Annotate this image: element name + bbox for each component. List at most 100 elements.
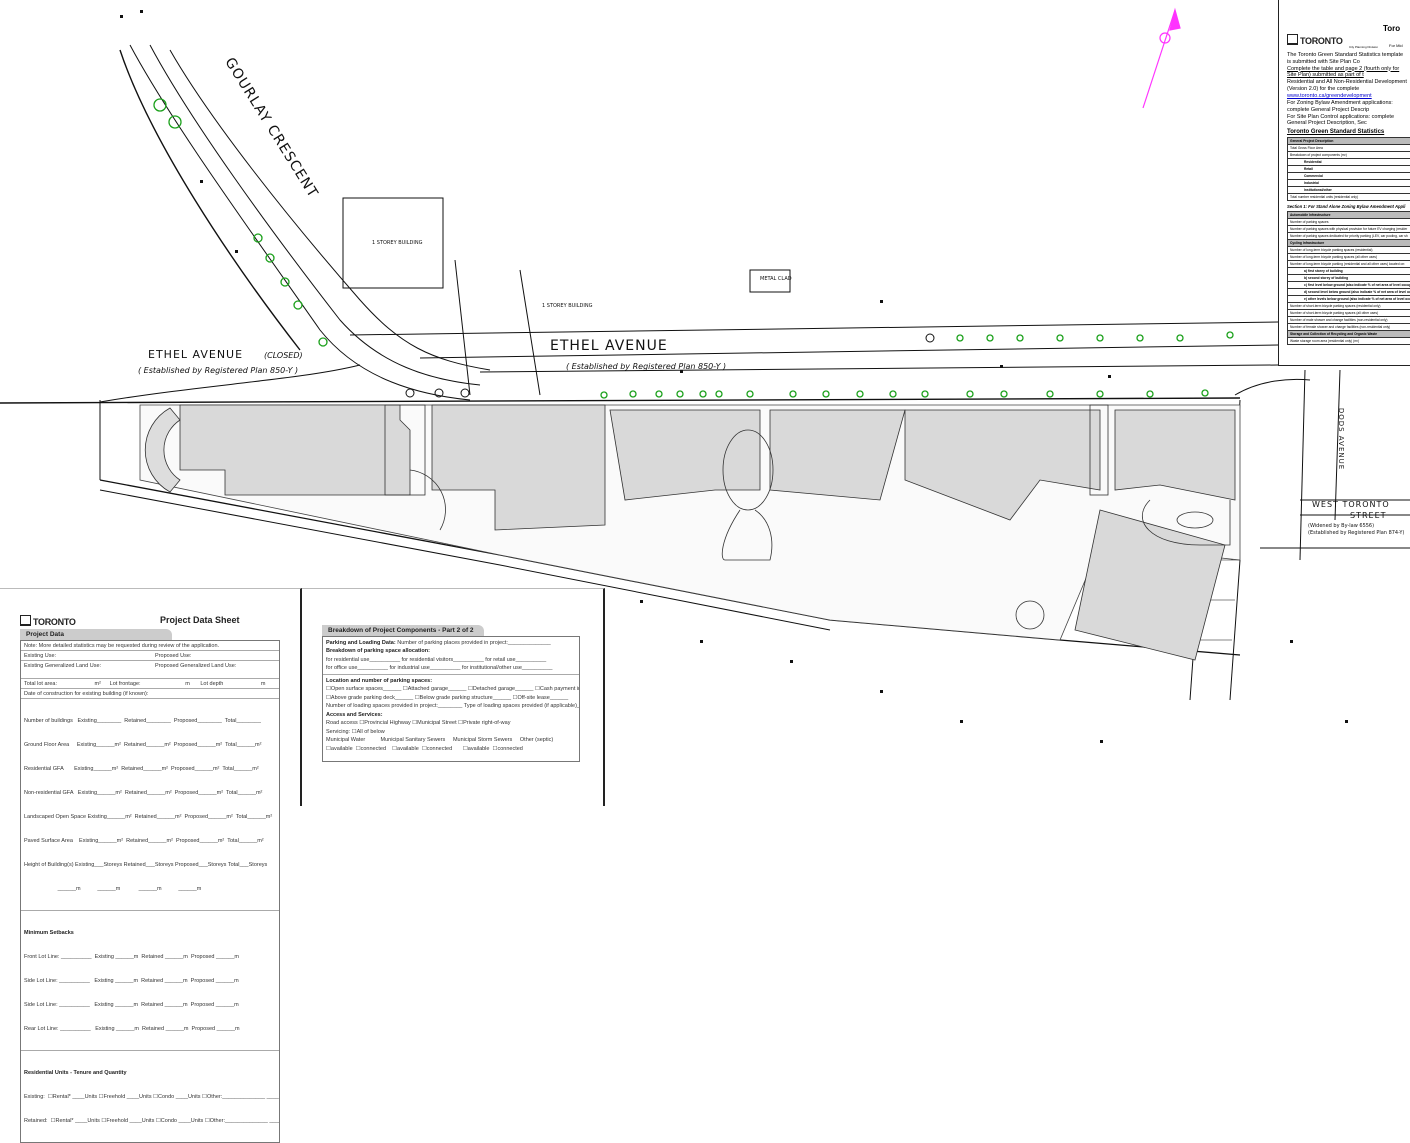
tgs-row: b) second storey of building [1288,275,1410,282]
building-3 [609,409,761,501]
tgs-row: e) other levels below ground (also indic… [1288,296,1410,303]
total-lot-area[interactable]: Total lot area: [24,680,58,687]
location-row[interactable]: ☐Open surface spaces______ ☐Attached gar… [326,686,579,692]
tgs-row: Number of female shower and change facil… [1288,324,1410,331]
setback-row[interactable]: Front Lot Line: __________ Existing ____… [24,953,239,960]
building-4 [769,409,906,501]
tgs-row: Retail [1288,166,1410,173]
access-title: Access and Services: [326,711,383,718]
part2-tab: Breakdown of Project Components - Part 2… [322,625,484,636]
ethel-avenue-label: ETHEL AVENUE [550,338,668,354]
tgs-row: General Project Description [1288,138,1410,145]
stat-row[interactable]: ______m ______m ______m ______m [24,885,202,892]
breakdown-title: Breakdown of parking space allocation: [326,648,430,654]
lot-depth[interactable]: Lot depth [200,680,224,687]
tgs-row: Residential [1288,159,1410,166]
existing-use[interactable]: Existing Use: [24,652,57,659]
west-toronto-label: WEST TORONTO [1312,500,1390,509]
building-2 [431,404,606,531]
tgs-row: Number of long-term bicycle parking spac… [1288,247,1410,254]
parking-places[interactable]: Number of parking places provided in pro… [397,639,551,646]
breakdown-row[interactable]: for residential use__________ for reside… [326,656,547,663]
tgs-row: d) second level below ground (also indic… [1288,289,1410,296]
building-6 [1114,409,1236,501]
tgs-row: Total number residential units (resident… [1288,194,1410,201]
stat-row[interactable]: Residential GFA Existing______m² Retaine… [24,765,259,772]
west-toronto-note: (Widened by By-law 6556) [1308,523,1375,529]
west-toronto-note: (Established by Registered Plan 874-Y) [1308,530,1405,536]
unit: m² [94,680,101,687]
tgs-row: Number of male shower and change facilit… [1288,317,1410,324]
breakdown-row[interactable]: for office use__________ for industrial … [326,665,553,671]
courtyard-semicircle [144,407,181,493]
metal-clad-label: METAL CLAD [760,276,792,282]
stat-row[interactable]: Ground Floor Area Existing______m² Retai… [24,741,262,748]
building-5 [904,409,1101,521]
street-label: STREET [1350,511,1387,520]
access-row[interactable]: Road access ☐Provincial Highway ☐Municip… [326,720,511,726]
tgs-row: Number of parking spaces dedicated for p… [1288,233,1410,240]
tgs-intro: The Toronto Green Standard Statistics te… [1287,52,1404,65]
ethel-avenue-line [349,321,1279,336]
tgs-section1-title: Section 1: For Stand Alone Zoning Bylaw … [1287,204,1406,209]
access-row[interactable]: Servicing: ☐All of below [326,728,385,735]
tgs-row: Storage and Collection of Recycling and … [1288,331,1410,338]
setback-row[interactable]: Side Lot Line: __________ Existing _____… [24,977,239,984]
lot-frontage[interactable]: Lot frontage: [109,680,141,687]
existing-land-use[interactable]: Existing Generalized Land Use: [24,662,102,669]
central-oval [722,429,774,511]
access-row: Municipal Water Municipal Sanitary Sewer… [326,737,554,743]
proposed-use[interactable]: Proposed Use: [155,652,192,659]
ethel-avenue-line [419,344,1279,359]
tgs-row: Number of short-term bicycle parking spa… [1288,303,1410,310]
tgs-intro: Residential and All Non-Residential Deve… [1287,79,1407,92]
ethel-avenue-closed-label: ETHEL AVENUE [148,348,244,361]
tgs-intro: For Zoning Bylaw Amendment applications:… [1287,100,1393,113]
stat-row[interactable]: Paved Surface Area Existing______m² Reta… [24,837,264,844]
dods-avenue-label: DODS AVENUE [1337,407,1346,471]
tgs-stats-title: Toronto Green Standard Statistics [1287,129,1385,135]
tgs-row: Waste storage room area (residential onl… [1288,338,1410,345]
unit: m [260,680,266,687]
tgs-row: Number of short-term bicycle parking spa… [1288,310,1410,317]
tgs-row: Number of parking spaces with physical p… [1288,226,1410,233]
tgs-row: Institutional/other [1288,187,1410,194]
ethel-closed-plan-label: ( Established by Registered Plan 850-Y ) [138,366,299,375]
setback-row[interactable]: Rear Lot Line: __________ Existing _____… [24,1025,240,1032]
units-row[interactable]: Retained: ☐Rental* ____Units ☐Freehold _… [24,1117,279,1124]
tgs-link[interactable]: www.toronto.ca/greendevelopment [1287,93,1372,99]
tgs-division: City Planning Division [1349,45,1379,49]
units-row[interactable]: Existing: ☐Rental* ____Units ☐Freehold _… [24,1093,279,1100]
site-plan-drawing [0,7,1410,743]
tgs-row: c) first level below ground (also indica… [1288,282,1410,289]
toronto-logo: TORONTO [1287,34,1343,46]
date-construction[interactable]: Date of construction for existing buildi… [21,689,279,699]
location-row[interactable]: ☐Above grade parking deck______ ☐Below g… [326,694,569,701]
tgs-for: For Mid [1389,43,1403,48]
setbacks-title: Minimum Setbacks [24,929,74,936]
closed-label: (CLOSED) [264,351,303,360]
proposed-land-use[interactable]: Proposed Generalized Land Use: [155,662,237,669]
stat-row[interactable]: Non-residential GFA Existing______m² Ret… [24,789,263,796]
location-title: Location and number of parking spaces: [326,677,433,684]
pds-tab: Project Data [20,629,172,640]
tgs-row: Cycling Infrastructure [1288,240,1410,247]
pds-title: Project Data Sheet [160,615,240,625]
setback-row[interactable]: Side Lot Line: __________ Existing _____… [24,1001,239,1008]
gourlay-crescent-line [149,44,481,386]
tgs-row: Number of long-term bicycle parking (res… [1288,261,1410,268]
location-row[interactable]: Number of loading spaces provided in pro… [326,703,579,709]
stat-row[interactable]: Landscaped Open Space Existing______m² R… [24,813,273,820]
tgs-title: Toro [1383,24,1401,33]
stat-row[interactable]: Number of buildings Existing________ Ret… [24,717,261,724]
access-row[interactable]: ☐available ☐connected ☐available ☐connec… [326,745,523,752]
stat-row[interactable]: Height of Building(s) Existing___Storeys… [24,861,268,868]
units-title: Residential Units - Tenure and Quantity [24,1069,127,1076]
toronto-logo: TORONTO [20,615,76,627]
building-label: 1 STOREY BUILDING [542,303,593,309]
project-data-sheet: TORONTO Project Data Sheet Project Data … [0,588,302,1143]
tgs-row: Number of long-term bicycle parking spac… [1288,254,1410,261]
tgs-row: Number of parking spaces [1288,219,1410,226]
